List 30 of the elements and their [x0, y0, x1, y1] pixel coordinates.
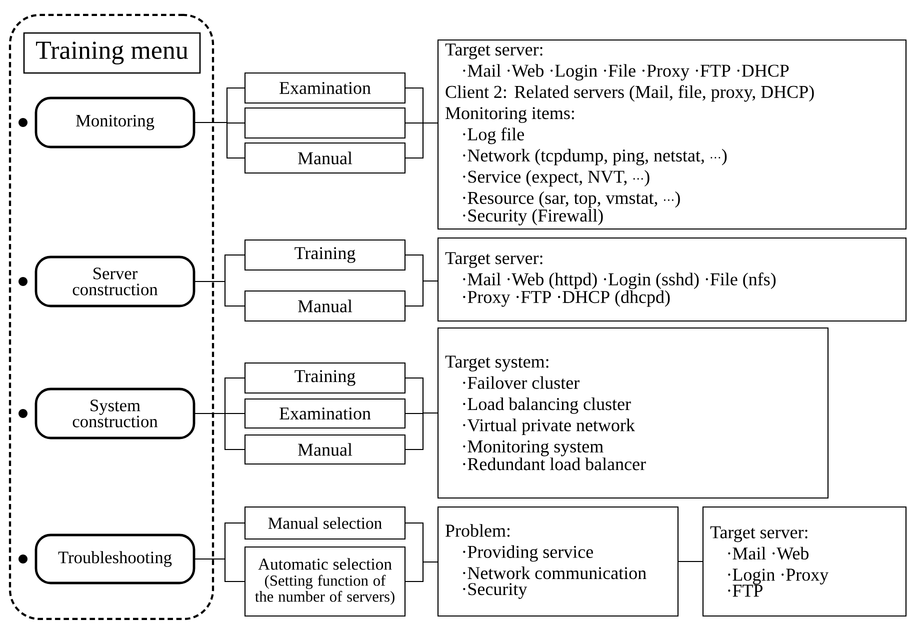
info-box: Target server: ·Mail ·Web (httpd) ·Login (sshd) ·File (nfs) ·Proxy ·FTP ·DHCP (dhcpd)	[437, 237, 907, 322]
option-box: Automatic selection (Setting function of the number of servers)	[244, 546, 406, 617]
title-box: Training menu	[23, 32, 201, 74]
connector-line	[194, 558, 245, 582]
option-box: Examination	[244, 72, 406, 104]
option-box: Manual	[244, 434, 406, 465]
option-box: Examination	[244, 398, 406, 429]
option-box: Training	[244, 362, 406, 394]
info-box: Target system: ·Failover cluster ·Load balancing cluster ·Virtual private network ·Monitoring system ·Redundant load balancer	[437, 327, 829, 499]
menu-frame	[8, 14, 214, 620]
menu-item-box: System construction	[34, 388, 196, 440]
connector-line	[405, 280, 438, 307]
connector-line	[194, 412, 245, 450]
connector-line	[405, 561, 438, 582]
connector-line	[194, 122, 245, 159]
option-box: Manual	[244, 290, 406, 322]
info-box: Target server: ·Mail ·Web ·Login ·File ·Proxy ·FTP ·DHCP Client 2: Related servers (Mail, file, proxy, DHCP) Monitoring items: ·Log file ·Network (tcpdump, ping, netstat, ⋯) ·Service (expect, NVT, ⋯) ·Resource (sar, top, vmstat, ⋯) ·Security (Firewall)	[437, 39, 907, 230]
option-box: Manual	[244, 142, 406, 174]
option-box: Manual selection	[244, 506, 406, 540]
connector-line	[194, 280, 245, 307]
menu-item-box: Troubleshooting	[34, 534, 196, 584]
connector-line	[405, 122, 438, 159]
connector-line	[678, 560, 703, 562]
info-box: Problem: ·Providing service ·Network communication ·Security	[437, 506, 679, 617]
connector-line	[405, 412, 438, 450]
option-box: Training	[244, 239, 406, 271]
option-box	[244, 107, 406, 139]
menu-item-box: Server construction	[34, 256, 196, 308]
info-box: Target server: ·Mail ·Web ·Login ·Proxy ·FTP	[702, 506, 907, 617]
menu-item-box: Monitoring	[34, 96, 196, 148]
